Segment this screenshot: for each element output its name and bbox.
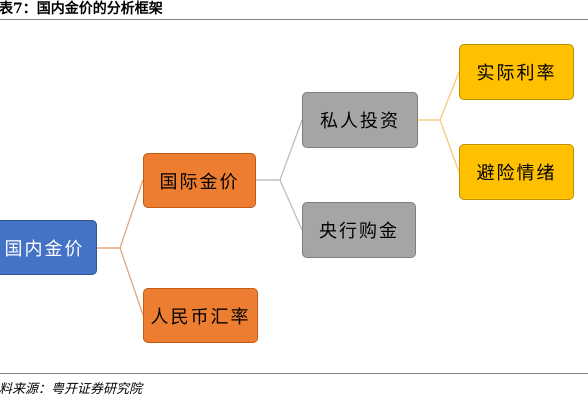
node-international-gold-price: 国际金价: [143, 153, 256, 208]
node-central-bank-gold-buying: 央行购金: [302, 202, 416, 258]
connector-private-safe: [418, 119, 460, 173]
connector-root-rmb: [97, 247, 144, 316]
connector-root-intl: [97, 179, 144, 249]
bottom-rule: [0, 373, 588, 374]
node-domestic-gold-price: 国内金价: [0, 220, 97, 275]
node-safe-haven-sentiment: 避险情绪: [459, 144, 574, 200]
connector-private-rate: [418, 71, 460, 121]
top-rule: [0, 19, 588, 20]
node-private-investment: 私人投资: [302, 92, 418, 148]
node-real-interest-rate: 实际利率: [459, 44, 574, 100]
figure-title: 表7：国内金价的分析框架: [0, 1, 163, 17]
node-rmb-exchange-rate: 人民币汇率: [143, 288, 258, 343]
source-note: 料来源：粤开证券研究院: [0, 382, 143, 397]
connector-intl-central: [256, 179, 303, 231]
connector-intl-private: [256, 119, 303, 181]
